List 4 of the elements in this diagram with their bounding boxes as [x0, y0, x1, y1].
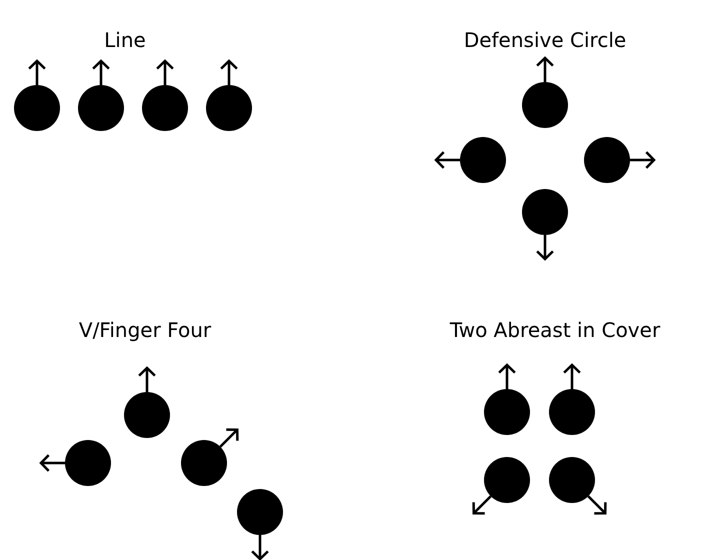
formation-title: Two Abreast in Cover: [450, 317, 660, 344]
formation-title: Line: [104, 27, 146, 54]
formation-title: V/Finger Four: [78, 317, 212, 344]
formation-title: Defensive Circle: [464, 27, 626, 54]
